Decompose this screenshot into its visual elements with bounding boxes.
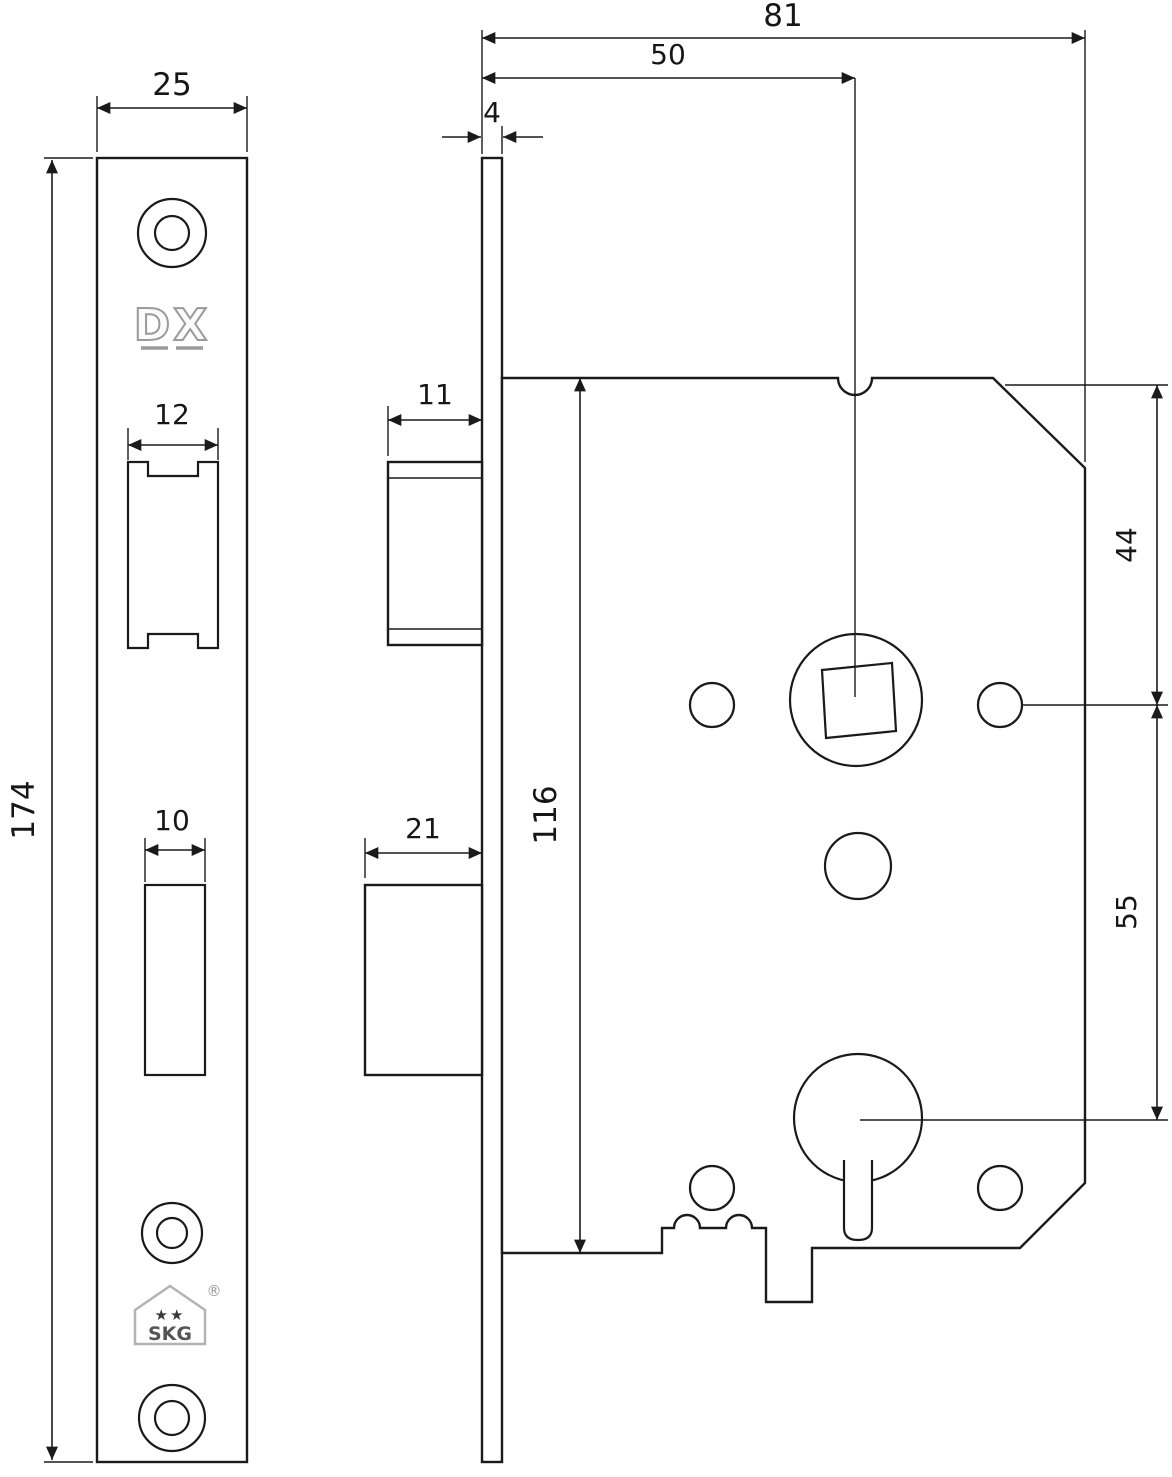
follower-square [820,661,898,740]
deadbolt-cutout [143,883,207,1077]
fixing-hole-upper-left [688,681,736,729]
dim-latch-depth: 11 [387,378,483,456]
skg-house-icon [133,1284,207,1346]
lock-case-outline [500,376,1087,1304]
screw-hole-top [136,197,208,269]
cylinder-hole [792,1052,924,1242]
faceplate-side [480,156,504,1464]
dx-logo-text: DX [134,300,210,351]
fixing-hole-upper-right [976,681,1024,729]
dim-backset: 50 [482,38,855,84]
dim-overall-depth-label: 81 [763,0,802,34]
deadbolt-side [363,883,484,1077]
dim-backset-label: 50 [650,38,686,71]
lock-side-view: 81 50 4 11 21 116 44 [363,0,1168,1464]
dim-faceplate-height: 174 [6,157,93,1463]
skg-registered-mark: ® [207,1282,222,1300]
skg-logo: ★★ SKG ® [133,1282,222,1346]
dim-faceplate-width-label: 25 [152,67,191,103]
dim-faceplate-width: 25 [96,67,248,152]
follower-hole [788,632,924,768]
dim-latch-cutout-width: 12 [127,398,219,460]
fixing-hole-lower-left [688,1164,736,1212]
latch-bolt-side [386,460,484,647]
skg-stars-icon: ★★ [155,1306,186,1324]
dim-case-height: 116 [528,378,586,1253]
dim-case-height-label: 116 [528,785,564,844]
fixing-hole-lower-right [976,1164,1024,1212]
dx-logo: DX [133,299,210,352]
dim-faceplate-height-label: 174 [6,780,42,839]
skg-cert-text: SKG [148,1323,192,1345]
dim-faceplate-thickness: 4 [442,96,543,143]
dim-top-to-follower-label: 44 [1110,527,1143,563]
dim-top-to-follower: 44 [1110,385,1163,705]
dim-latch-cutout-width-label: 12 [154,398,190,431]
cylinder-keyway [842,1160,874,1242]
dim-follower-to-cylinder-label: 55 [1110,894,1143,930]
screw-hole-bottom [137,1383,207,1453]
dim-deadbolt-depth-label: 21 [405,812,441,845]
dim-follower-to-cylinder: 55 [1110,705,1163,1120]
latch-cutout [126,460,220,650]
faceplate-front-view: DX 12 10 ★★ SKG ® [6,67,249,1464]
screw-hole-middle [140,1201,204,1265]
dim-faceplate-thickness-label: 4 [483,96,501,129]
dim-overall-depth: 81 [482,0,1085,44]
dim-deadbolt-depth: 21 [364,812,483,878]
dim-deadbolt-cutout-width-label: 10 [154,804,190,837]
dim-deadbolt-cutout-width: 10 [144,804,206,882]
center-hole-middle [823,831,893,901]
dim-latch-depth-label: 11 [417,378,453,411]
